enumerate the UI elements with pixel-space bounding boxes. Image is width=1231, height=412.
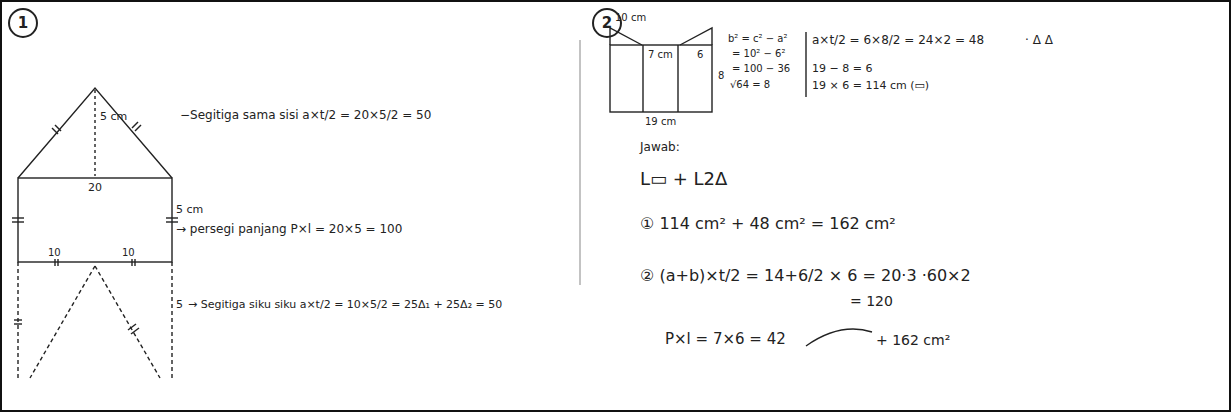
circled-number: 1 bbox=[8, 8, 38, 38]
handwritten-note: L▭ + L2Δ bbox=[640, 168, 727, 190]
handwritten-note: 10 cm bbox=[615, 12, 646, 24]
handwritten-note: 5 cm bbox=[176, 203, 203, 216]
handwritten-note: → persegi panjang P×l = 20×5 = 100 bbox=[176, 222, 402, 236]
handwritten-note: P×l = 7×6 = 42 bbox=[665, 330, 786, 348]
handwritten-note: Jawab: bbox=[640, 140, 680, 154]
question-number: 1 bbox=[18, 14, 28, 32]
handwritten-note: = 120 bbox=[850, 293, 893, 310]
handwritten-note: a×t/2 = 6×8/2 = 24×2 = 48 bbox=[812, 33, 984, 47]
handwritten-note: b² = c² − a² bbox=[728, 33, 787, 45]
handwritten-note: 19 − 8 = 6 bbox=[812, 62, 872, 75]
handwritten-note: √64 = 8 bbox=[730, 79, 770, 91]
handwritten-note: 6 bbox=[697, 49, 703, 61]
handwritten-note: 19 × 6 = 114 cm (▭) bbox=[812, 79, 929, 92]
handwritten-note: · Δ Δ bbox=[1025, 33, 1053, 47]
handwritten-note: 10 bbox=[122, 247, 135, 259]
question-number: 2 bbox=[602, 14, 612, 32]
handwritten-note: 10 bbox=[48, 247, 61, 259]
handwritten-note: + 162 cm² bbox=[876, 332, 950, 349]
handwritten-note: ② (a+b)×t/2 = 14+6/2 × 6 = 20·3 ·60×2 bbox=[640, 266, 971, 285]
handwritten-note: −Segitiga sama sisi a×t/2 = 20×5/2 = 50 bbox=[180, 108, 431, 122]
handwritten-note: 8 bbox=[718, 70, 724, 82]
handwritten-note: 5 cm bbox=[100, 110, 127, 123]
handwritten-note: 19 cm bbox=[645, 116, 676, 128]
handwritten-note: 5 bbox=[176, 298, 183, 311]
handwritten-note: 20 bbox=[88, 181, 102, 194]
handwritten-note: → Segitiga siku siku a×t/2 = 10×5/2 = 25… bbox=[188, 298, 502, 311]
handwritten-note: = 100 − 36 bbox=[732, 63, 790, 75]
handwritten-note: ① 114 cm² + 48 cm² = 162 cm² bbox=[640, 214, 896, 233]
handwritten-note: = 10² − 6² bbox=[732, 48, 785, 60]
handwritten-note: 7 cm bbox=[648, 49, 673, 61]
